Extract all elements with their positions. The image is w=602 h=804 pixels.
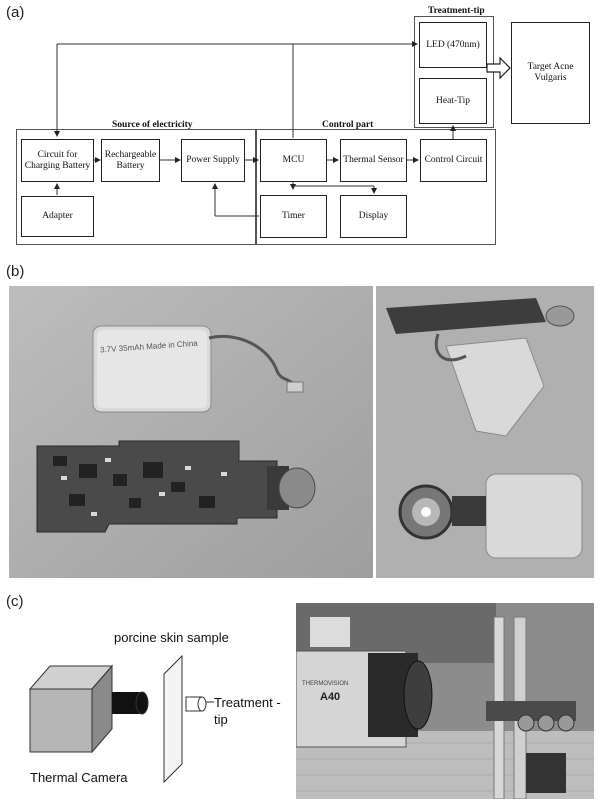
skin-sample-plate bbox=[163, 654, 183, 784]
thermal-sensor-box: Thermal Sensor bbox=[340, 139, 407, 182]
control-part-group bbox=[256, 129, 496, 245]
pcb-and-battery-image bbox=[9, 286, 373, 578]
led-to-target-arrow bbox=[486, 56, 511, 80]
adapter-box: Adapter bbox=[21, 196, 94, 237]
panel-label-a: (a) bbox=[6, 4, 25, 21]
source-of-electricity-group bbox=[16, 129, 256, 245]
device-photo-right bbox=[376, 286, 594, 578]
treatment-tip-shape bbox=[185, 696, 207, 712]
thermal-setup-photo: THERMOVISION A40 bbox=[296, 603, 594, 799]
heat-tip-box: Heat-Tip bbox=[419, 78, 487, 124]
lab-setup-image bbox=[296, 603, 594, 799]
display-box: Display bbox=[340, 195, 407, 238]
source-title: Source of electricity bbox=[112, 120, 193, 130]
led-box: LED (470nm) bbox=[419, 22, 487, 68]
thermal-camera-shape bbox=[28, 664, 149, 754]
rechargeable-battery-box: Rechargeable Battery bbox=[101, 139, 160, 182]
control-circuit-box: Control Circuit bbox=[420, 139, 487, 182]
panel-label-c: (c) bbox=[6, 593, 24, 610]
thermal-camera-label: Thermal Camera bbox=[30, 770, 128, 785]
device-photo-left bbox=[9, 286, 373, 578]
timer-box: Timer bbox=[260, 195, 327, 238]
control-title: Control part bbox=[322, 120, 374, 130]
setup-schematic bbox=[28, 654, 214, 784]
target-box: Target Acne Vulgaris bbox=[511, 22, 590, 124]
charging-circuit-box: Circuit for Charging Battery bbox=[21, 139, 94, 182]
panel-label-b: (b) bbox=[6, 263, 25, 280]
assembled-device-image bbox=[376, 286, 594, 578]
treatment-tip-label: Treatment -tip bbox=[214, 695, 281, 727]
power-supply-box: Power Supply bbox=[181, 139, 245, 182]
camera-model-text: A40 bbox=[320, 691, 341, 703]
camera-brand-text: THERMOVISION bbox=[302, 681, 349, 687]
skin-sample-label: porcine skin sample bbox=[114, 630, 229, 645]
diagram-connectors bbox=[54, 41, 511, 217]
mcu-box: MCU bbox=[260, 139, 327, 182]
treatment-tip-title: Treatment-tip bbox=[428, 6, 485, 16]
